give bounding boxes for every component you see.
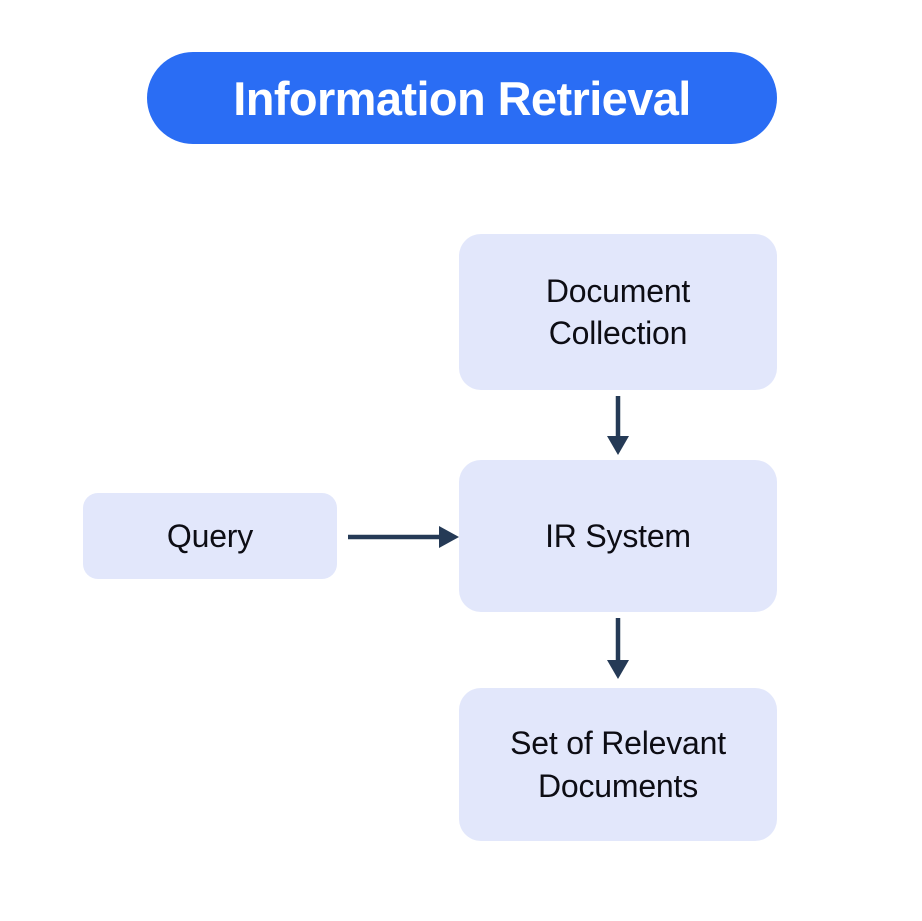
arrow-document-collection-to-ir-system [607, 396, 629, 455]
node-document-collection-label: Document Collection [545, 272, 691, 351]
arrowhead-down-icon [607, 660, 629, 679]
node-relevant-documents-label: Set of Relevant Documents [510, 725, 726, 804]
node-ir-system-label: IR System [545, 517, 691, 554]
arrow-ir-system-to-relevant-documents [607, 618, 629, 679]
arrowhead-right-icon [439, 526, 459, 548]
page-title: Information Retrieval [233, 71, 691, 125]
node-ir-system[interactable]: IR System [459, 460, 777, 612]
node-query[interactable]: Query [83, 493, 337, 579]
arrow-query-to-ir-system [348, 526, 459, 548]
arrowhead-down-icon [607, 436, 629, 455]
node-query-label: Query [166, 517, 254, 554]
node-relevant-documents[interactable]: Set of Relevant Documents [459, 688, 777, 841]
diagram-title-banner: Information Retrieval [147, 52, 777, 144]
node-document-collection[interactable]: Document Collection [459, 234, 777, 390]
